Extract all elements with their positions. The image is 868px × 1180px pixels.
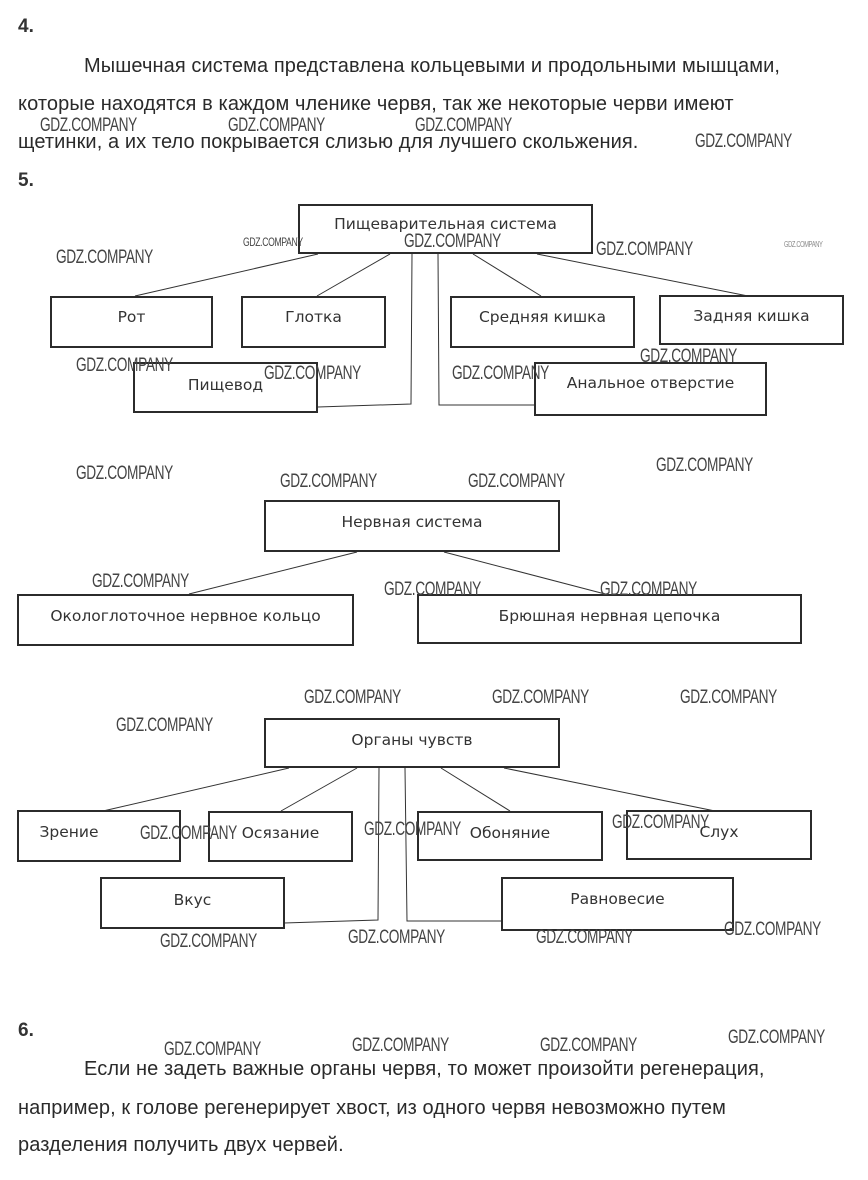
connector-digestive-mouth — [134, 253, 319, 297]
senses-taste-box: Вкус — [100, 877, 285, 929]
digestive-system-label: Пищеварительная система — [334, 215, 557, 233]
watermark: GDZ.COMPANY — [540, 1035, 637, 1056]
watermark: GDZ.COMPANY — [228, 115, 325, 136]
digestive-midgut-label: Средняя кишка — [478, 308, 607, 326]
digestive-mouth-label: Рот — [117, 308, 146, 326]
watermark: GDZ.COMPANY — [280, 471, 377, 492]
connector-senses-touch — [280, 767, 358, 812]
answer-6-line-2: например, к голове регенерирует хвост, и… — [18, 1097, 726, 1119]
digestive-pharynx-box: Глотка — [241, 296, 386, 348]
senses-smell-label: Обоняние — [469, 824, 551, 842]
watermark: GDZ.COMPANY — [492, 687, 589, 708]
watermark: GDZ.COMPANY — [116, 715, 213, 736]
watermark: GDZ.COMPANY — [348, 927, 445, 948]
watermark: GDZ.COMPANY — [304, 687, 401, 708]
senses-touch-box: Осязание — [208, 811, 353, 862]
senses-smell-box: Обоняние — [417, 811, 603, 861]
nervous-ring-label: Окологлоточное нервное кольцо — [50, 607, 321, 625]
senses-hearing-box: Слух — [626, 810, 812, 860]
watermark: GDZ.COMPANY — [56, 247, 153, 268]
connector-senses-vision — [102, 767, 290, 812]
digestive-midgut-box: Средняя кишка — [450, 296, 635, 348]
nervous-chain-label: Брюшная нервная цепочка — [498, 607, 721, 625]
watermark: GDZ.COMPANY — [600, 579, 697, 600]
answer-6-line-3: разделения получить двух червей. — [18, 1134, 344, 1156]
connector-senses-hearing — [503, 767, 716, 812]
question-number-5: 5. — [18, 170, 34, 191]
digestive-anus-box: Анальное отверстие — [534, 362, 767, 416]
watermark: GDZ.COMPANY — [164, 1039, 261, 1060]
watermark: GDZ.COMPANY — [728, 1027, 825, 1048]
watermark: GDZ.COMPANY — [784, 240, 823, 249]
watermark: GDZ.COMPANY — [596, 239, 693, 260]
answer-4-line-3: щетинки, а их тело покрывается слизью дл… — [18, 131, 639, 153]
watermark: GDZ.COMPANY — [384, 579, 481, 600]
digestive-esophagus-box: Пищевод — [133, 362, 318, 413]
watermark: GDZ.COMPANY — [364, 819, 461, 840]
watermark: GDZ.COMPANY — [612, 812, 709, 833]
connector-senses-smell — [440, 767, 511, 812]
watermark: GDZ.COMPANY — [76, 463, 173, 484]
watermark: GDZ.COMPANY — [243, 235, 303, 249]
watermark: GDZ.COMPANY — [352, 1035, 449, 1056]
watermark: GDZ.COMPANY — [680, 687, 777, 708]
watermark: GDZ.COMPANY — [404, 231, 501, 252]
watermark: GDZ.COMPANY — [415, 115, 512, 136]
senses-box: Органы чувств — [264, 718, 560, 768]
senses-vision-box: Зрение — [17, 810, 181, 862]
senses-hearing-label: Слух — [699, 823, 739, 841]
watermark: GDZ.COMPANY — [140, 823, 237, 844]
nervous-system-box: Нервная система — [264, 500, 560, 552]
watermark: GDZ.COMPANY — [92, 571, 189, 592]
digestive-pharynx-label: Глотка — [285, 308, 342, 326]
digestive-esophagus-label: Пищевод — [187, 376, 264, 394]
watermark: GDZ.COMPANY — [452, 363, 549, 384]
digestive-system-box: Пищеварительная система — [298, 204, 593, 254]
connector-nervous-ring — [188, 551, 358, 595]
watermark: GDZ.COMPANY — [536, 927, 633, 948]
watermark: GDZ.COMPANY — [640, 346, 737, 367]
watermark: GDZ.COMPANY — [656, 455, 753, 476]
connector-digestive-midgut — [472, 253, 542, 297]
watermark: GDZ.COMPANY — [40, 115, 137, 136]
digestive-hindgut-box: Задняя кишка — [659, 295, 844, 345]
question-number-4: 4. — [18, 16, 34, 37]
question-number-6: 6. — [18, 1020, 34, 1041]
watermark: GDZ.COMPANY — [264, 363, 361, 384]
nervous-chain-box: Брюшная нервная цепочка — [417, 594, 802, 644]
digestive-anus-label: Анальное отверстие — [566, 374, 735, 392]
answer-6-line-1: Если не задеть важные органы червя, то м… — [84, 1058, 765, 1080]
watermark: GDZ.COMPANY — [468, 471, 565, 492]
connector-digestive-pharynx — [316, 253, 391, 297]
watermark: GDZ.COMPANY — [76, 355, 173, 376]
senses-taste-label: Вкус — [173, 891, 212, 909]
senses-balance-label: Равновесие — [570, 890, 665, 908]
senses-vision-label: Зрение — [39, 823, 99, 841]
answer-4-line-1: Мышечная система представлена кольцевыми… — [84, 55, 781, 77]
senses-label: Органы чувств — [351, 731, 473, 749]
digestive-hindgut-label: Задняя кишка — [693, 307, 810, 325]
senses-balance-box: Равновесие — [501, 877, 734, 931]
watermark: GDZ.COMPANY — [695, 131, 792, 152]
watermark: GDZ.COMPANY — [724, 919, 821, 940]
nervous-system-label: Нервная система — [341, 513, 483, 531]
senses-touch-label: Осязание — [241, 824, 320, 842]
digestive-mouth-box: Рот — [50, 296, 213, 348]
nervous-ring-box: Окологлоточное нервное кольцо — [17, 594, 354, 646]
answer-4-line-2: которые находятся в каждом членике червя… — [18, 93, 734, 115]
watermark: GDZ.COMPANY — [160, 931, 257, 952]
